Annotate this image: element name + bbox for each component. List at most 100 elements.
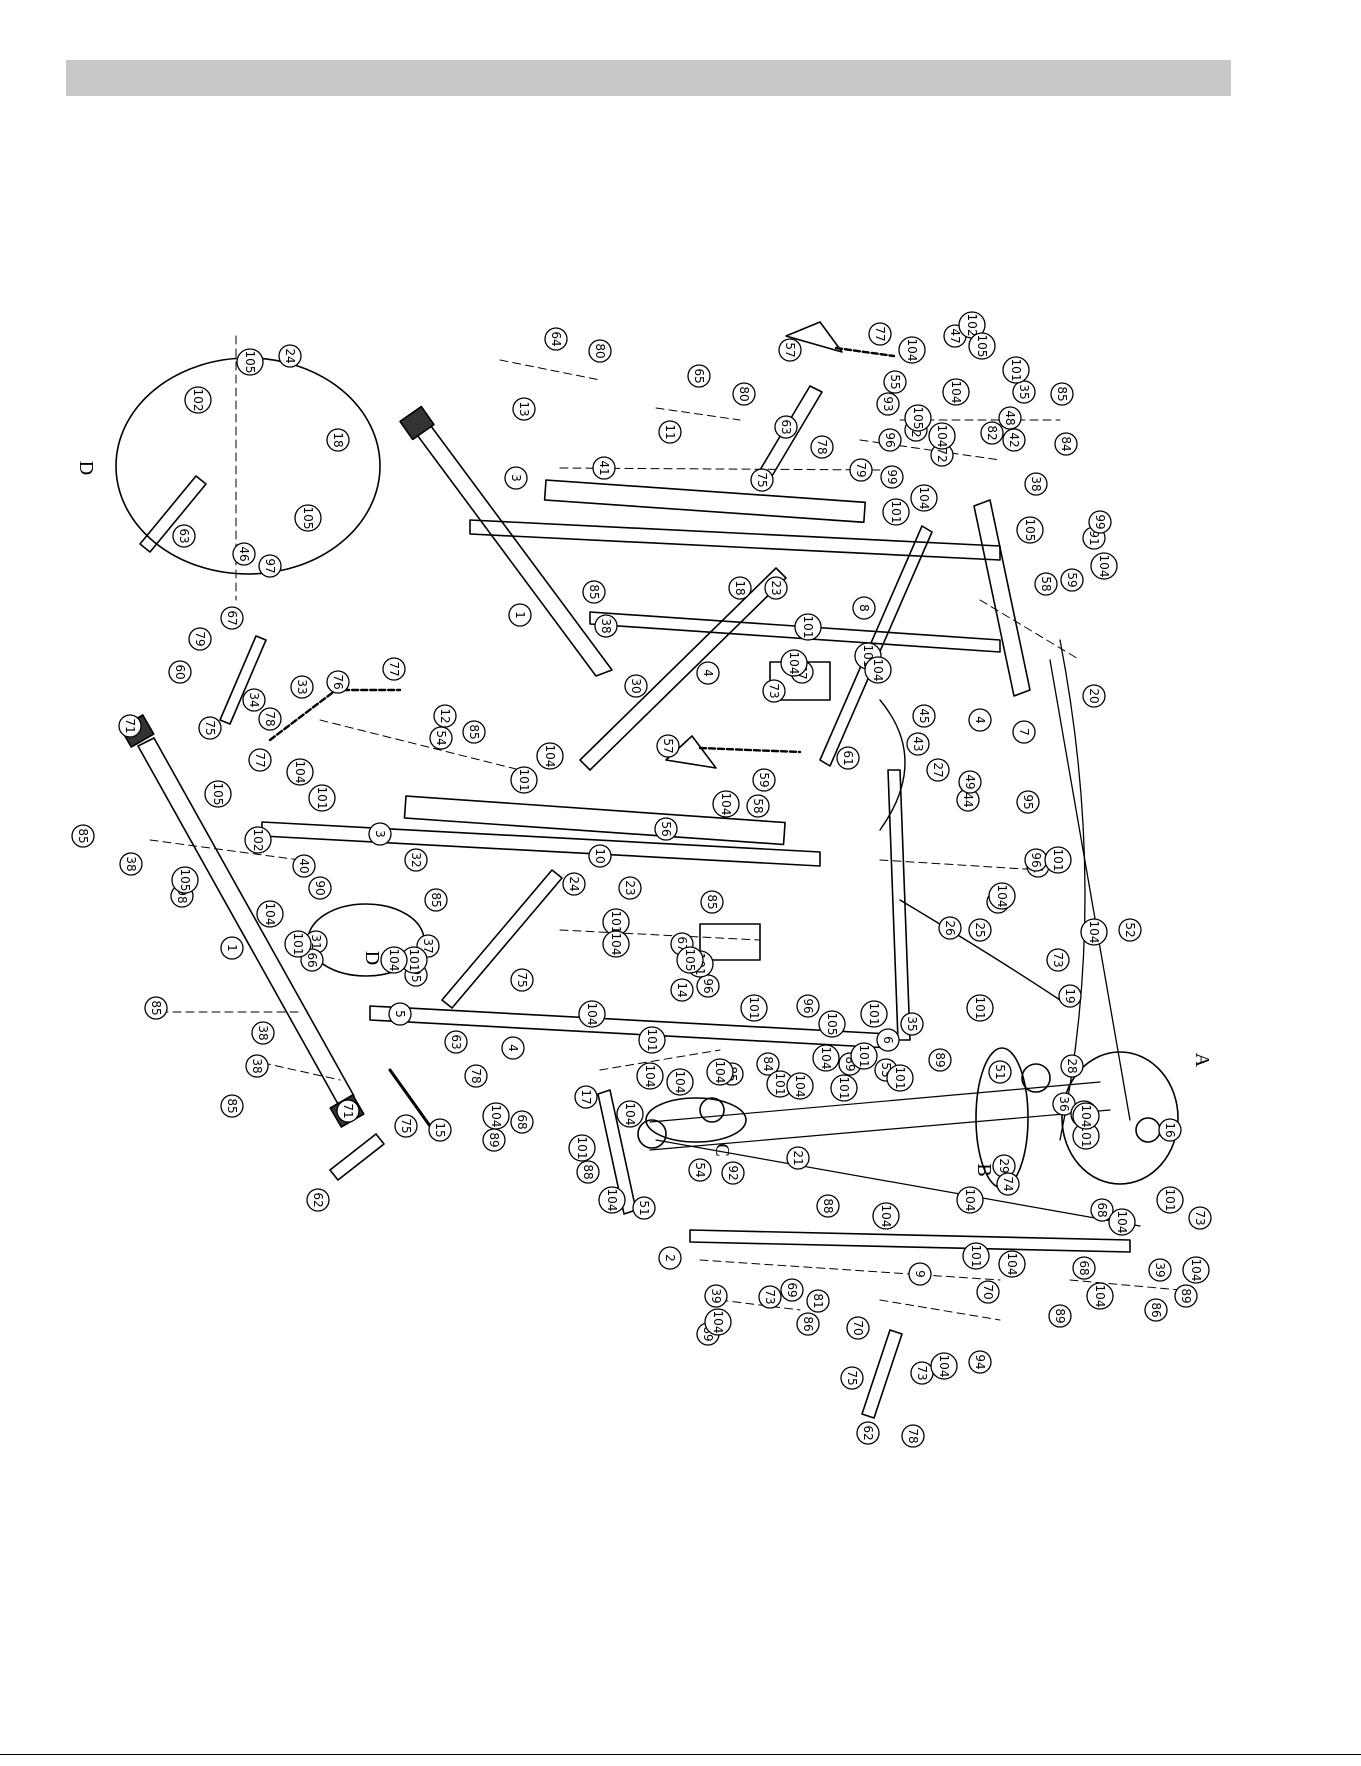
callout-64: 64 bbox=[544, 327, 568, 351]
callout-number: 75 bbox=[399, 1118, 413, 1133]
callout-number: 81 bbox=[811, 1293, 825, 1308]
callout-circle bbox=[508, 603, 532, 627]
callout-number: 104 bbox=[605, 1189, 619, 1212]
base-frame-7 bbox=[973, 499, 1031, 697]
callout-82: 82 bbox=[980, 421, 1004, 445]
callout-number: 101 bbox=[889, 501, 903, 524]
callout-number: 63 bbox=[449, 1034, 463, 1049]
callout-104: 104 bbox=[1182, 1256, 1210, 1284]
callout-number: 75 bbox=[203, 720, 217, 735]
callout-number: 73 bbox=[915, 1365, 929, 1380]
callout-number: 11 bbox=[663, 424, 677, 439]
callout-75: 75 bbox=[394, 1114, 418, 1138]
callout-circle bbox=[380, 946, 408, 974]
callout-85: 85 bbox=[71, 824, 95, 848]
tube-30 bbox=[579, 567, 787, 771]
callout-number: 101 bbox=[609, 911, 623, 934]
callout-38: 38 bbox=[1024, 472, 1048, 496]
chain-76 bbox=[268, 688, 402, 742]
callout-circle bbox=[696, 661, 720, 685]
callout-58: 58 bbox=[1034, 572, 1058, 596]
callout-circle bbox=[926, 758, 950, 782]
callout-2: 2 bbox=[658, 1246, 682, 1270]
callout-number: 8 bbox=[857, 604, 871, 612]
callout-circle bbox=[704, 1284, 728, 1308]
callout-70: 70 bbox=[976, 1280, 1000, 1304]
callout-16: 16 bbox=[1158, 1118, 1182, 1142]
callout-number: 39 bbox=[1153, 1262, 1167, 1277]
callout-24: 24 bbox=[562, 872, 586, 896]
callout-10: 10 bbox=[588, 844, 612, 868]
callout-circle bbox=[778, 338, 802, 362]
callout-number: 54 bbox=[434, 730, 448, 745]
callout-number: 85 bbox=[587, 584, 601, 599]
detail-letter-b: B bbox=[973, 1163, 995, 1176]
callout-68: 68 bbox=[1090, 1198, 1114, 1222]
detail-circle-C bbox=[645, 1097, 747, 1143]
callout-number: 102 bbox=[251, 829, 265, 852]
callout-number: 63 bbox=[177, 528, 191, 543]
callout-33: 33 bbox=[290, 675, 314, 699]
callout-105: 105 bbox=[294, 504, 322, 532]
callout-number: 68 bbox=[515, 1114, 529, 1129]
detail-letter-d: D bbox=[75, 461, 97, 475]
callout-circle bbox=[220, 1094, 244, 1118]
callout-circle bbox=[758, 1285, 782, 1309]
callout-number: 101 bbox=[837, 1077, 851, 1100]
callout-number: 73 bbox=[767, 683, 781, 698]
callout-14: 14 bbox=[670, 978, 694, 1002]
callout-circle bbox=[1082, 684, 1106, 708]
callout-105: 105 bbox=[818, 1010, 846, 1038]
callout-circle bbox=[1024, 472, 1048, 496]
callout-circle bbox=[119, 852, 143, 876]
callout-circle bbox=[840, 1366, 864, 1390]
cable-53 bbox=[649, 1081, 1101, 1123]
upright-3-right bbox=[469, 519, 1001, 561]
callout-circle bbox=[594, 614, 618, 638]
callout-circle bbox=[1156, 1186, 1184, 1214]
callout-number: 40 bbox=[297, 858, 311, 873]
callout-55: 55 bbox=[883, 370, 907, 394]
callout-number: 75 bbox=[755, 472, 769, 487]
callout-circle bbox=[1158, 1118, 1182, 1142]
callout-circle bbox=[576, 1160, 600, 1184]
callout-73: 73 bbox=[758, 1285, 782, 1309]
callout-5: 5 bbox=[388, 1002, 412, 1026]
callout-number: 104 bbox=[711, 1311, 725, 1334]
callout-circle bbox=[850, 1042, 878, 1070]
callout-15: 15 bbox=[428, 1118, 452, 1142]
callout-number: 61 bbox=[841, 750, 855, 765]
callout-circle bbox=[544, 327, 568, 351]
callout-circle bbox=[504, 466, 528, 490]
callout-102: 102 bbox=[958, 311, 986, 339]
callout-circle bbox=[258, 707, 282, 731]
callout-circle bbox=[1058, 984, 1082, 1008]
callout-35: 35 bbox=[900, 1012, 924, 1036]
callout-number: 89 bbox=[933, 1052, 947, 1067]
callout-105: 105 bbox=[904, 404, 932, 432]
callout-number: 104 bbox=[917, 487, 931, 510]
callout-7: 7 bbox=[1012, 720, 1036, 744]
callout-circle bbox=[988, 1060, 1012, 1084]
callout-21: 21 bbox=[786, 1146, 810, 1170]
callout-number: 63 bbox=[779, 419, 793, 434]
callout-circle bbox=[816, 1194, 840, 1218]
callout-circle bbox=[856, 1421, 880, 1445]
callout-104: 104 bbox=[616, 1100, 644, 1128]
callout-circle bbox=[290, 675, 314, 699]
callout-20: 20 bbox=[1082, 684, 1106, 708]
callout-circle bbox=[278, 344, 302, 368]
callout-104: 104 bbox=[988, 882, 1016, 910]
callout-101: 101 bbox=[568, 1134, 596, 1162]
callout-circle bbox=[220, 936, 244, 960]
callout-circle bbox=[1148, 1258, 1172, 1282]
callout-circle bbox=[746, 794, 770, 818]
callout-number: 101 bbox=[407, 949, 421, 972]
callout-number: 5 bbox=[393, 1010, 407, 1018]
callout-number: 52 bbox=[1123, 922, 1137, 937]
header-bar bbox=[66, 60, 1231, 96]
callout-circle bbox=[806, 1289, 830, 1313]
callout-circle bbox=[704, 1308, 732, 1336]
callout-circle bbox=[1002, 428, 1026, 452]
callout-97: 97 bbox=[258, 554, 282, 578]
